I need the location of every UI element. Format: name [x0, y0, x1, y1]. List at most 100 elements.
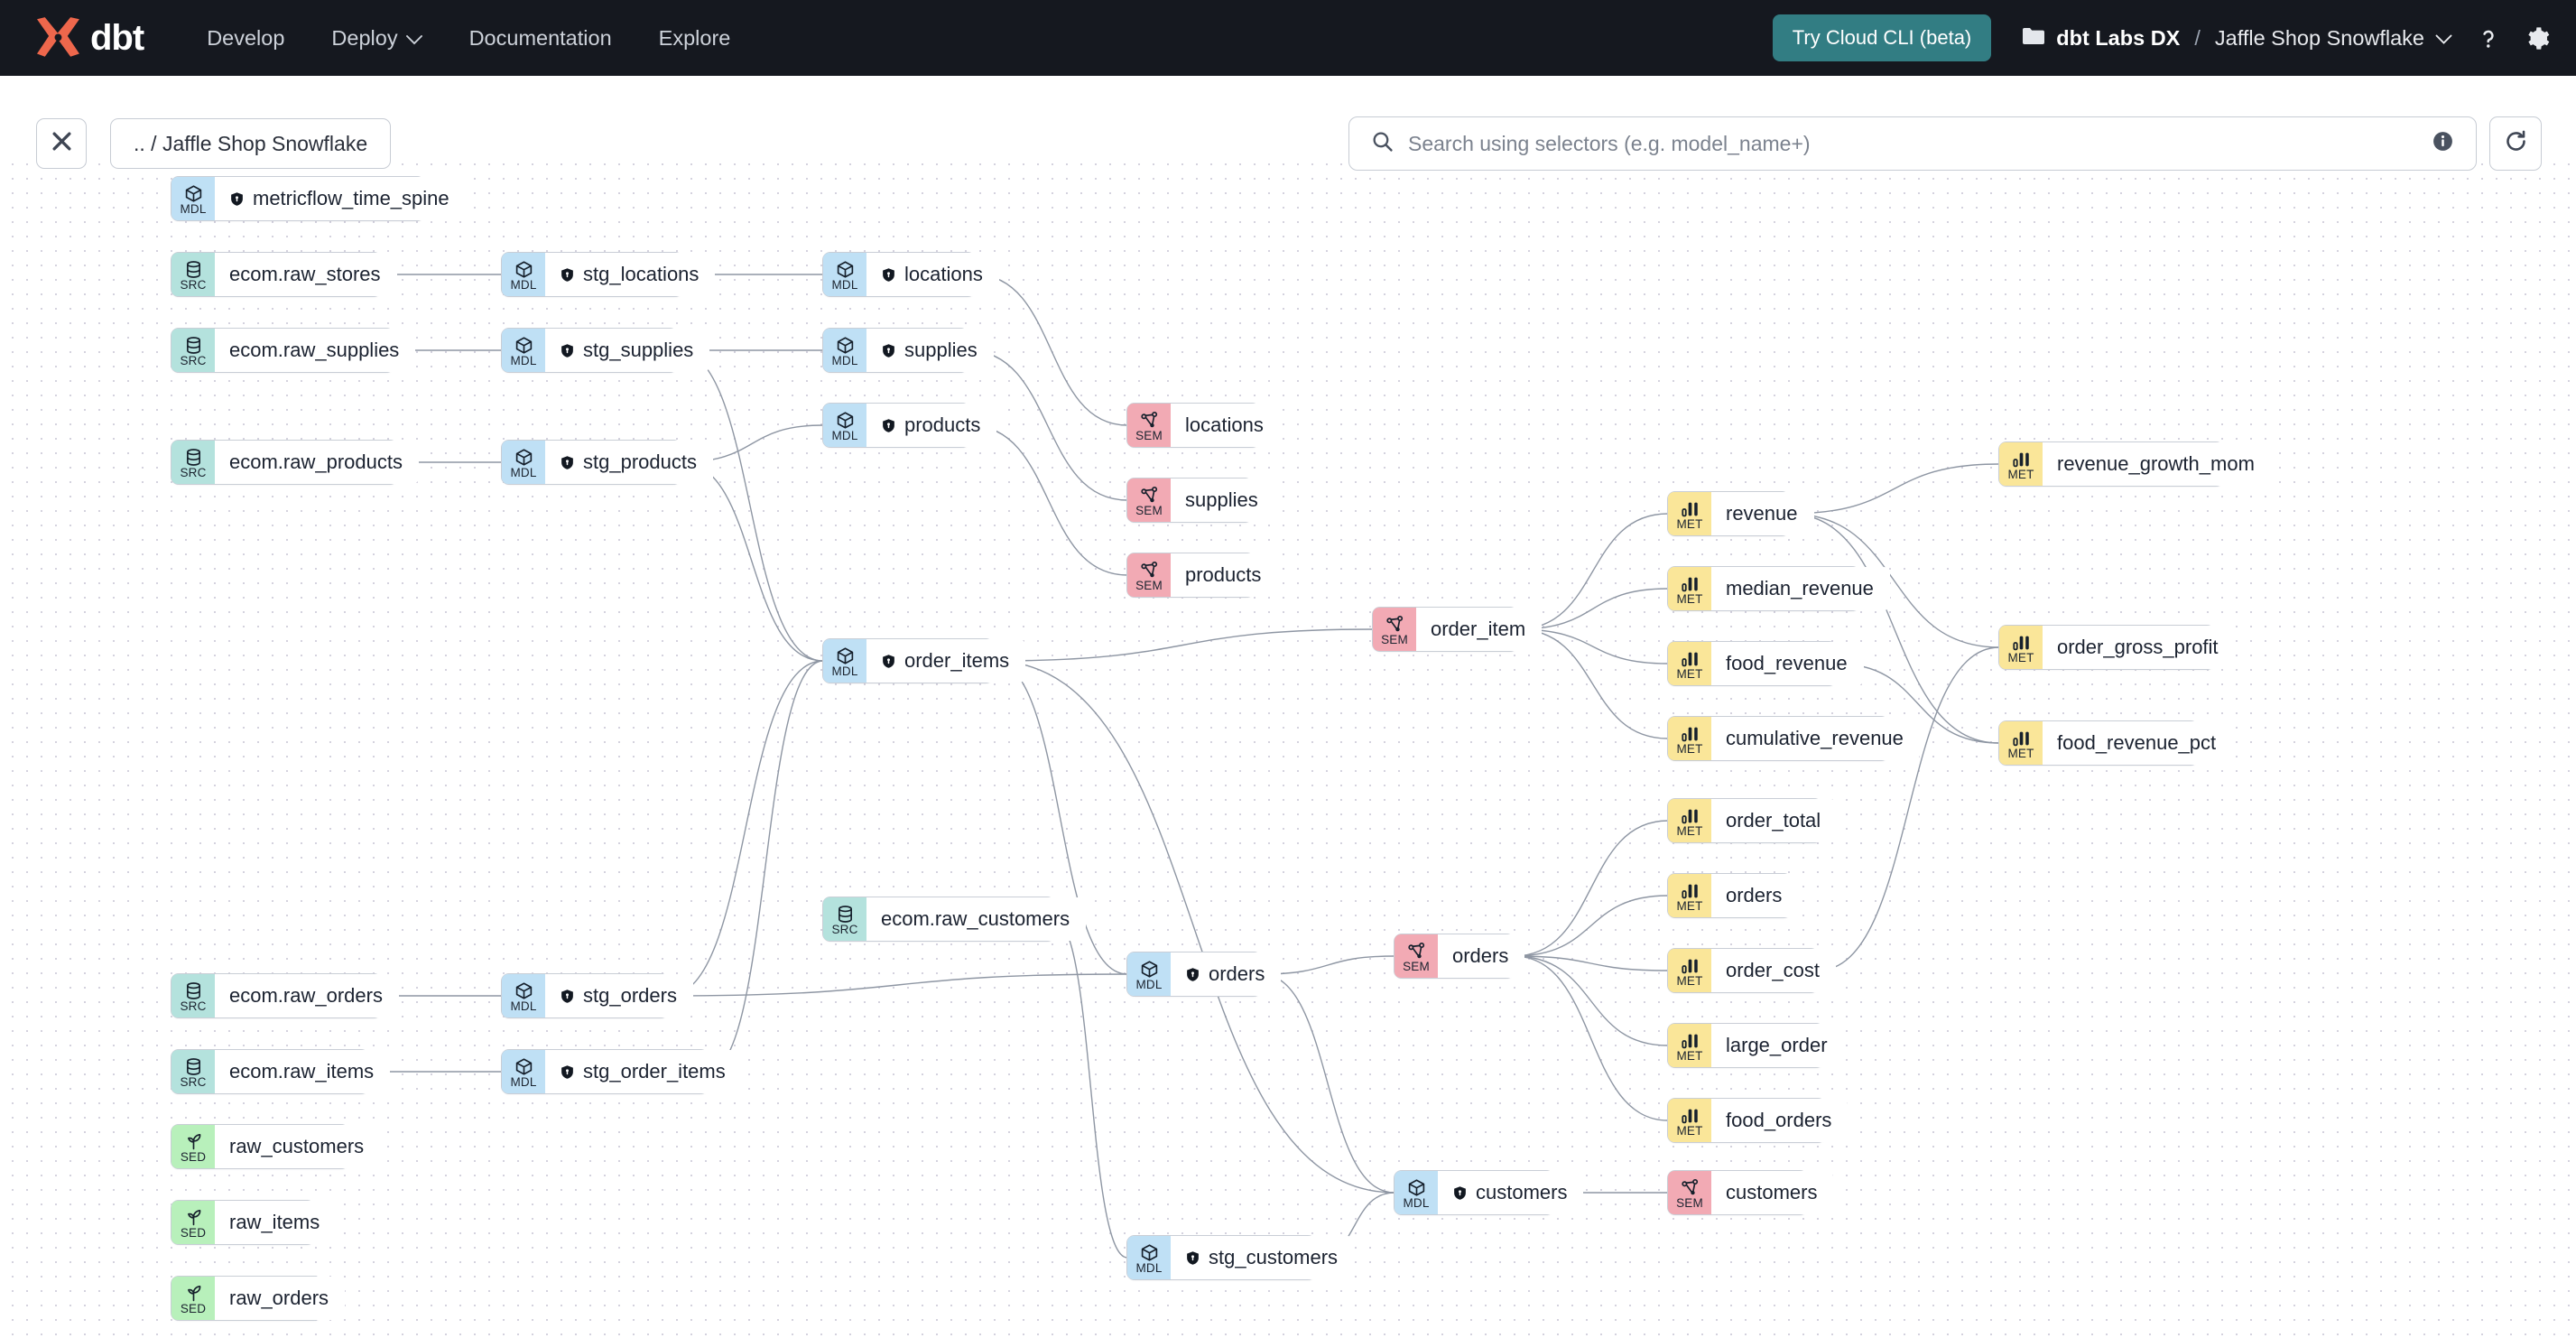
cube-icon	[1140, 961, 1159, 978]
lineage-edge	[1513, 955, 1669, 971]
bar-chart-icon	[1681, 575, 1700, 592]
cube-icon	[514, 261, 533, 278]
top-navigation-bar: dbt Develop Deploy Documentation Explore…	[0, 0, 2576, 76]
help-question-icon[interactable]	[2476, 25, 2501, 51]
cube-icon	[514, 449, 533, 466]
lineage-edge	[1516, 513, 1669, 630]
nav-link-deploy[interactable]: Deploy	[308, 0, 445, 76]
graph-node-body: large_order	[1711, 1024, 1844, 1067]
graph-node-body: metricflow_time_spine	[215, 177, 466, 220]
seed-sprout-icon	[184, 1285, 203, 1302]
try-cloud-cli-button[interactable]: Try Cloud CLI (beta)	[1772, 14, 1992, 61]
account-org-name: dbt Labs DX	[2056, 25, 2181, 50]
cube-icon	[514, 982, 533, 999]
semantic-network-icon	[1385, 616, 1404, 633]
public-access-shield-icon	[560, 343, 575, 358]
nav-link-develop[interactable]: Develop	[183, 0, 308, 76]
public-access-shield-icon	[881, 654, 896, 669]
refresh-lineage-button[interactable]	[2489, 116, 2542, 171]
selector-search-bar[interactable]	[1348, 116, 2477, 171]
src-type-badge: SRC	[171, 1050, 215, 1093]
cube-icon	[836, 647, 855, 664]
public-access-shield-icon	[560, 1064, 575, 1080]
search-input[interactable]	[1408, 131, 2432, 156]
lineage-edge	[676, 349, 824, 662]
gear-icon[interactable]	[2525, 25, 2551, 51]
semantic-network-icon	[1407, 943, 1426, 960]
graph-node-body: supplies	[866, 329, 994, 372]
public-access-shield-icon	[560, 455, 575, 470]
graph-node-body: cumulative_revenue	[1711, 717, 1920, 760]
lineage-edge	[1817, 646, 2000, 971]
bar-chart-icon	[1681, 1032, 1700, 1049]
bar-chart-icon	[2012, 729, 2031, 747]
met-type-badge: MET	[1668, 949, 1711, 992]
public-access-shield-icon	[881, 418, 896, 433]
lineage-edge	[1513, 955, 1669, 1121]
cube-icon	[836, 337, 855, 354]
breadcrumb-button[interactable]: .. / Jaffle Shop Snowflake	[110, 118, 392, 169]
graph-node-body: customers	[1438, 1171, 1584, 1214]
met-type-badge: MET	[1668, 1099, 1711, 1142]
close-lineage-button[interactable]	[36, 118, 87, 169]
graph-node-body: ecom.raw_items	[215, 1050, 391, 1093]
graph-node-label: order_item	[1431, 618, 1526, 640]
dbt-brand[interactable]: dbt	[32, 16, 144, 60]
met-type-badge: MET	[1999, 721, 2043, 765]
lineage-edge	[667, 973, 1128, 997]
nav-right-cluster: Try Cloud CLI (beta) dbt Labs DX / Jaffl…	[1772, 14, 2551, 61]
nav-link-documentation[interactable]: Documentation	[446, 0, 635, 76]
account-project-name[interactable]: Jaffle Shop Snowflake	[2214, 25, 2424, 50]
sem-type-badge: SEM	[1127, 479, 1171, 522]
project-chevron-down-icon[interactable]	[2435, 26, 2452, 51]
graph-node-body: order_item	[1416, 608, 1543, 651]
lineage-edge	[1788, 513, 2000, 648]
info-circle-icon[interactable]	[2432, 130, 2454, 157]
graph-node-body: ecom.raw_supplies	[215, 329, 416, 372]
nav-link-explore[interactable]: Explore	[635, 0, 755, 76]
graph-node-label: ecom.raw_products	[229, 451, 403, 473]
lineage-edge	[967, 349, 1128, 501]
